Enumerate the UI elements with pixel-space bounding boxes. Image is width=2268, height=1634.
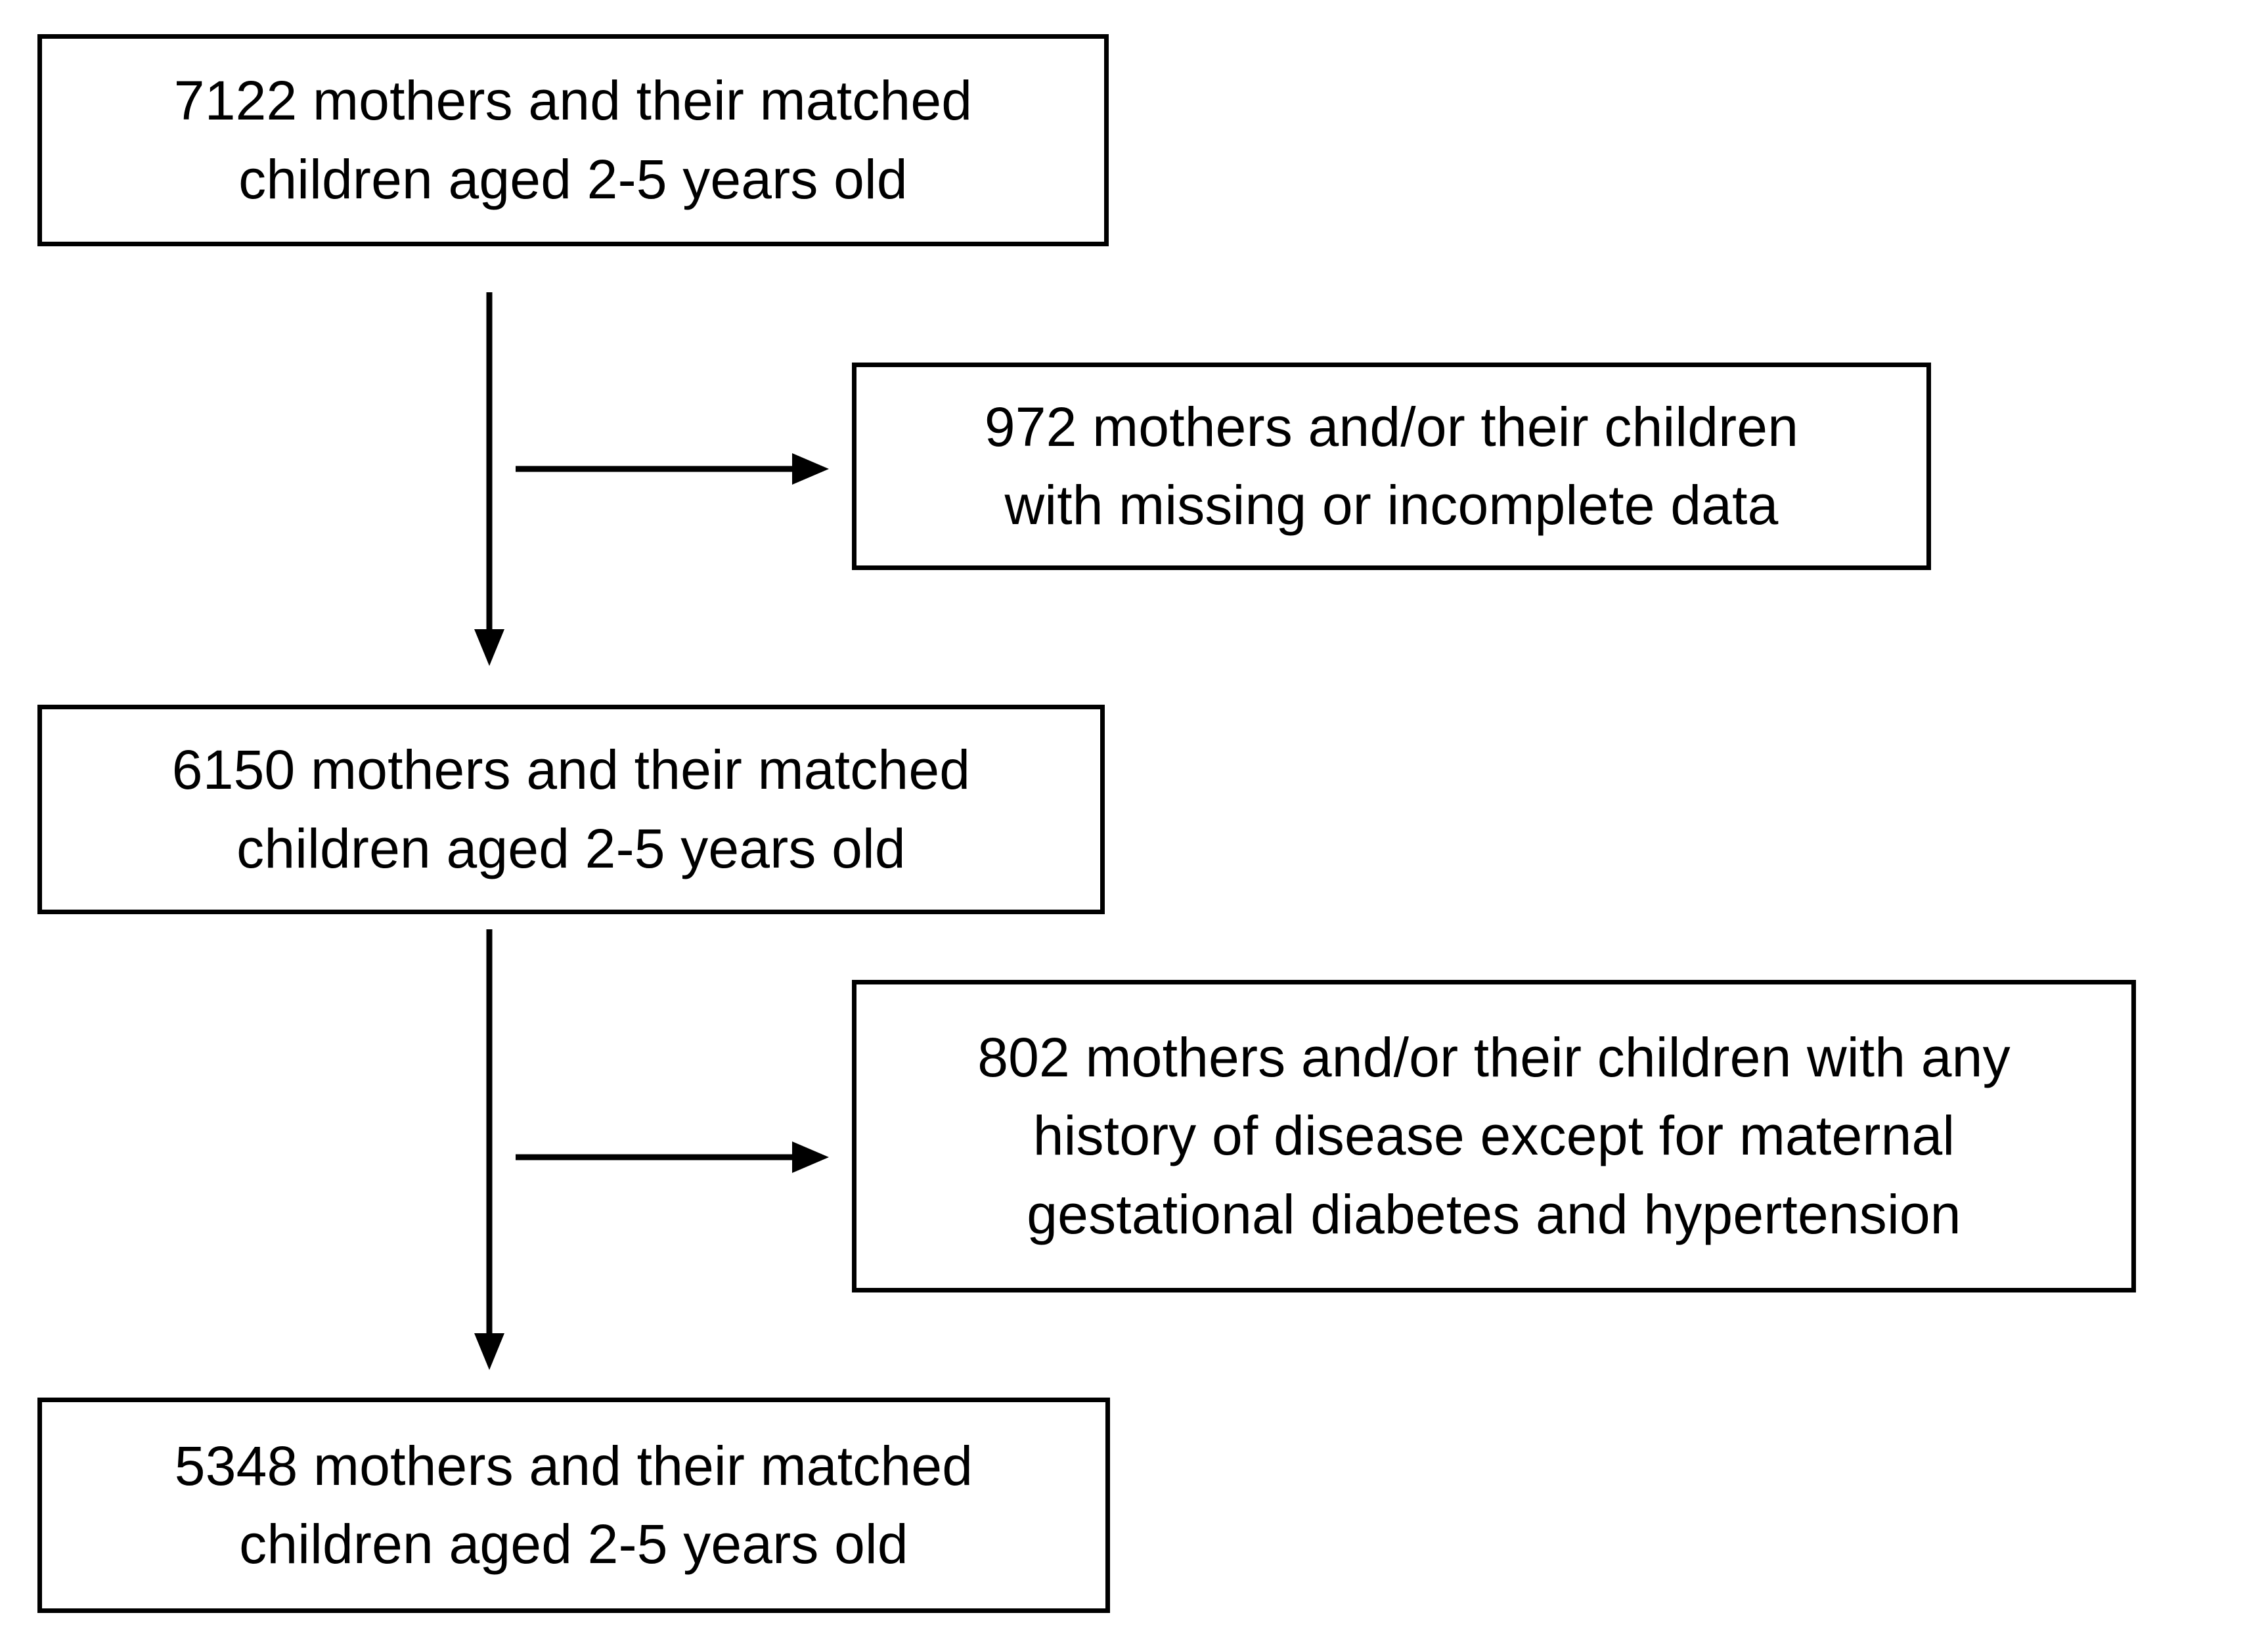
vertical-arrow-after-missing-to-final: [474, 929, 504, 1370]
flow-box-line: children aged 2-5 years old: [236, 817, 906, 879]
flow-box-line: 6150 mothers and their matched: [171, 739, 971, 801]
flow-box-line: 972 mothers and/or their children: [984, 395, 1799, 458]
flow-box-line: with missing or incomplete data: [1004, 474, 1779, 536]
flow-box-cohort-final: 5348 mothers and their matched children …: [37, 1398, 1110, 1613]
horizontal-arrow-to-missing-exclusion: [516, 453, 829, 485]
flow-box-line: children aged 2-5 years old: [238, 148, 908, 210]
flow-box-cohort-initial: 7122 mothers and their matched children …: [37, 34, 1109, 246]
flow-box-line: children aged 2-5 years old: [239, 1513, 908, 1575]
flow-box-exclusion-missing-data: 972 mothers and/or their children with m…: [852, 363, 1931, 570]
flow-box-line: history of disease except for maternal: [1033, 1105, 1955, 1167]
vertical-arrow-initial-to-after-missing: [474, 292, 504, 666]
horizontal-arrow-to-disease-exclusion: [516, 1141, 829, 1173]
flow-box-line: 5348 mothers and their matched: [174, 1434, 973, 1497]
flow-box-line: gestational diabetes and hypertension: [1027, 1183, 1961, 1245]
flow-box-line: 802 mothers and/or their children with a…: [977, 1027, 2011, 1089]
flow-box-line: 7122 mothers and their matched: [173, 70, 973, 132]
flow-box-exclusion-disease-history: 802 mothers and/or their children with a…: [852, 980, 2136, 1292]
flow-box-cohort-after-missing: 6150 mothers and their matched children …: [37, 705, 1105, 914]
